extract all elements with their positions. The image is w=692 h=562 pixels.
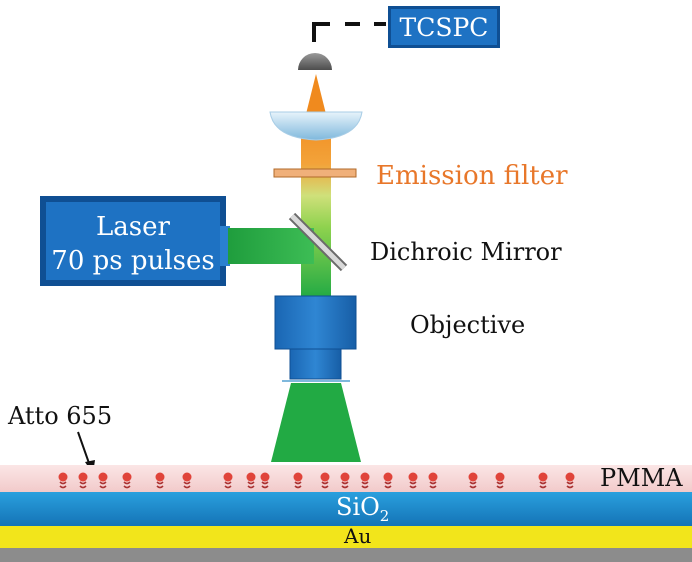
emission-filter xyxy=(273,168,357,178)
molecule-icon xyxy=(428,472,438,489)
molecule-icon xyxy=(383,472,393,489)
tcspc-box xyxy=(388,6,500,48)
molecule-icon xyxy=(495,472,505,489)
molecule-icon xyxy=(320,472,330,489)
atto-655-molecules xyxy=(58,472,575,489)
molecule-icon xyxy=(538,472,548,489)
molecule-icon xyxy=(468,472,478,489)
molecule-icon xyxy=(223,472,233,489)
molecule-icon xyxy=(340,472,350,489)
molecule-icon xyxy=(565,472,575,489)
detector-cable xyxy=(312,22,386,42)
dichroic-mirror-label: Dichroic Mirror xyxy=(370,238,562,266)
molecule-icon xyxy=(78,472,88,489)
molecule-icon xyxy=(260,472,270,489)
molecule-icon xyxy=(246,472,256,489)
emission-beam-cone xyxy=(306,74,326,114)
molecule-icon xyxy=(408,472,418,489)
laser-box xyxy=(40,196,230,286)
molecule-icon xyxy=(58,472,68,489)
sio2-label-subscript: 2 xyxy=(379,506,390,525)
molecule-icon xyxy=(182,472,192,489)
detector-icon xyxy=(298,53,332,70)
laser-beam xyxy=(228,228,314,264)
molecule-icon xyxy=(155,472,165,489)
objective-lens xyxy=(274,295,357,382)
sio2-layer xyxy=(0,492,692,526)
laser-label-line2: 70 ps pulses xyxy=(51,246,215,276)
laser-label-line1: Laser xyxy=(96,212,170,242)
molecule-icon xyxy=(122,472,132,489)
vertical-beam xyxy=(301,112,331,298)
tcspc-label: TCSPC xyxy=(399,13,489,42)
pmma-label: PMMA xyxy=(600,464,683,492)
sio2-label: SiO2 xyxy=(336,495,389,524)
focusing-lens xyxy=(269,111,363,141)
base-layer xyxy=(0,548,692,562)
emission-filter-label: Emission filter xyxy=(376,161,568,191)
au-label: Au xyxy=(344,524,372,548)
atto-655-label: Atto 655 xyxy=(8,402,113,430)
molecule-icon xyxy=(293,472,303,489)
objective-label: Objective xyxy=(410,311,526,339)
excitation-cone xyxy=(271,383,361,462)
dichroic-mirror xyxy=(288,212,348,272)
molecule-icon xyxy=(360,472,370,489)
au-layer xyxy=(0,526,692,548)
molecule-icon xyxy=(98,472,108,489)
sio2-label-base: SiO xyxy=(336,493,380,521)
